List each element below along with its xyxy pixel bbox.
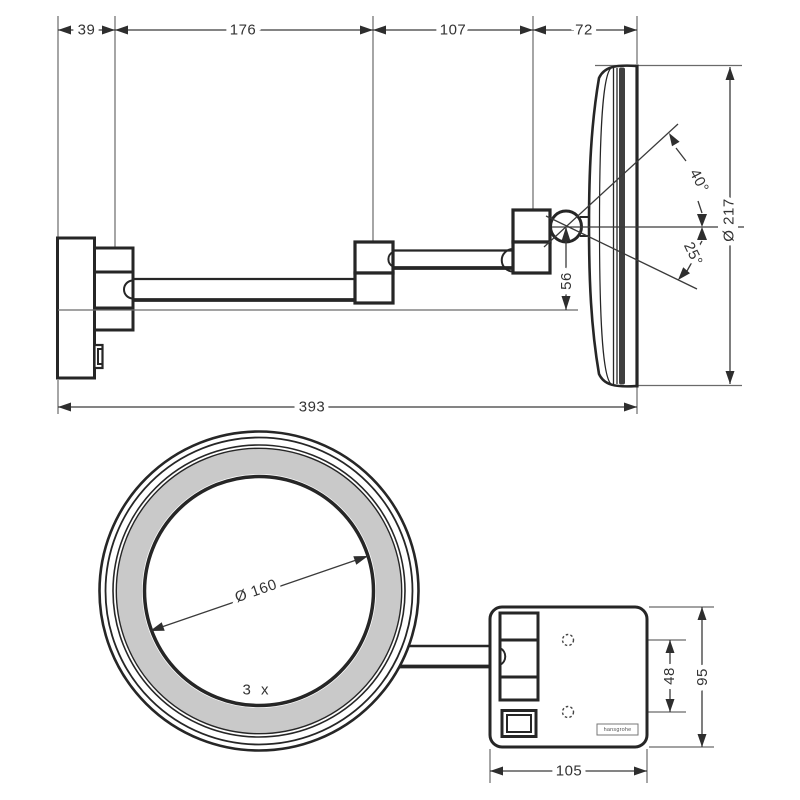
arm-bracket-front — [498, 611, 540, 702]
wall-box-front: hansgrohe — [488, 605, 649, 749]
angle-40: 40° — [686, 166, 712, 195]
dimension-lines-front — [490, 607, 707, 776]
magnification-label: 3 x — [242, 682, 271, 699]
dim-48: 48 — [661, 667, 678, 685]
led-light-ring — [117, 449, 401, 733]
arm-front — [397, 644, 502, 669]
arm-lower — [123, 277, 365, 302]
side-view — [56, 64, 744, 388]
dim-56: 56 — [558, 272, 575, 290]
dim-105: 105 — [556, 763, 583, 780]
dim-107: 107 — [440, 22, 467, 39]
angle-25: 25° — [680, 239, 706, 268]
power-button-inner — [97, 348, 104, 365]
dim-95: 95 — [694, 668, 711, 686]
mirror-edge-band — [619, 67, 625, 385]
logo-plate — [596, 723, 639, 736]
wall-bracket — [93, 246, 135, 332]
screw-hole-bottom — [561, 705, 575, 719]
inner-diameter-dimension — [149, 555, 369, 632]
arm-upper — [387, 248, 515, 273]
mirror-head-side — [587, 64, 639, 388]
mirror-ring-front — [98, 430, 420, 752]
mirror-glass-edge — [142, 474, 376, 708]
dim-39: 39 — [78, 22, 96, 39]
wall-plate-side — [56, 236, 96, 380]
dim-393: 393 — [299, 399, 326, 416]
brand-logo: hansgrohe — [604, 727, 632, 733]
dim-176: 176 — [230, 22, 257, 39]
dim-217: Ø 217 — [721, 198, 738, 241]
screw-hole-top — [561, 633, 575, 647]
elbow-joint — [353, 240, 395, 305]
front-view: hansgrohe — [98, 430, 707, 776]
dim-72: 72 — [575, 22, 593, 39]
head-joint — [511, 208, 552, 275]
dimension-lines-side — [58, 25, 735, 412]
